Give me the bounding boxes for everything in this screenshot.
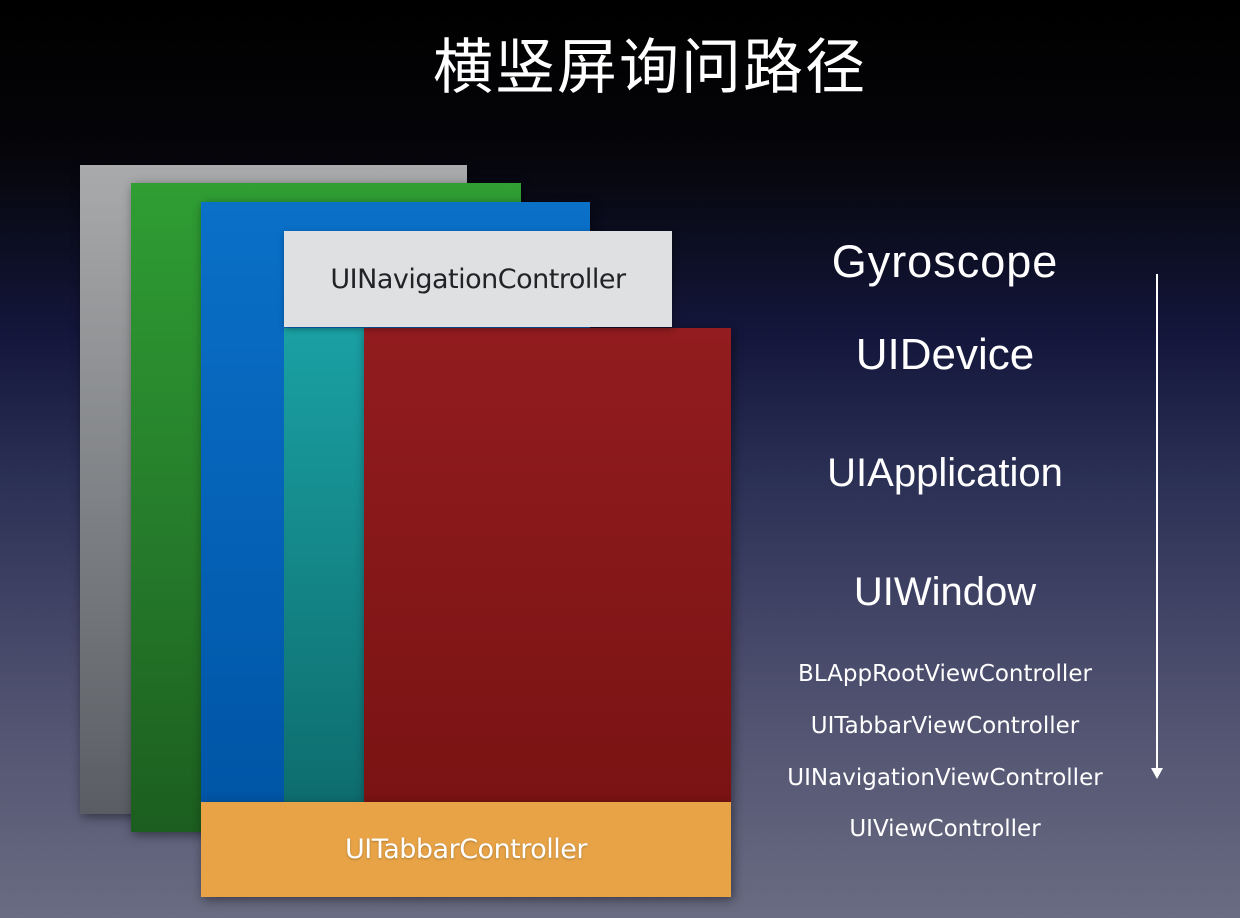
tabbar-label: UITabbarController	[344, 834, 588, 865]
down-arrow-icon	[1151, 274, 1163, 779]
tabbar: UITabbarController	[201, 802, 731, 897]
red-layer	[364, 328, 731, 802]
path-item-navigation-view-controller: UINavigationViewController	[787, 765, 1103, 791]
path-item-uiapplication: UIApplication	[827, 451, 1063, 495]
path-item-view-controller: UIViewController	[849, 816, 1041, 842]
slide-title: 横竖屏询问路径	[433, 33, 867, 103]
path-item-uiwindow: UIWindow	[853, 570, 1037, 614]
navigation-bar: UINavigationController	[284, 231, 672, 327]
path-item-root-view-controller: BLAppRootViewController	[798, 661, 1092, 687]
path-item-uidevice: UIDevice	[855, 330, 1035, 379]
teal-layer	[284, 328, 364, 802]
path-item-gyroscope: Gyroscope	[831, 236, 1059, 287]
path-item-tabbar-view-controller: UITabbarViewController	[810, 713, 1080, 739]
navigation-bar-label: UINavigationController	[330, 263, 626, 295]
query-path-list: Gyroscope UIDevice UIApplication UIWindo…	[760, 0, 1130, 918]
